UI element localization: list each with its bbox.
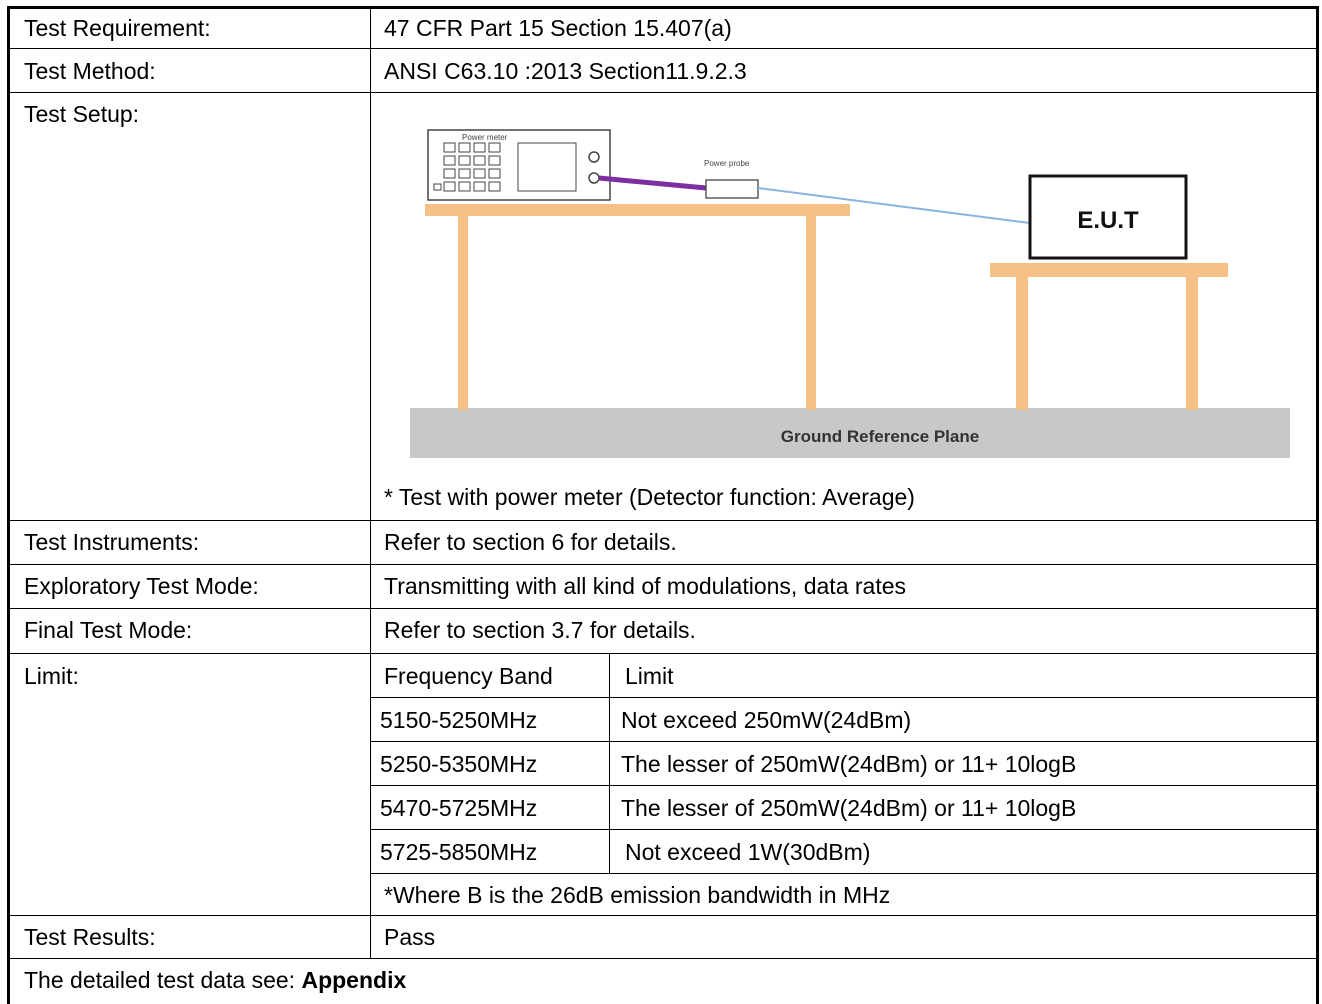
row-divider (8, 520, 1319, 521)
label-exploratory-mode: Exploratory Test Mode: (24, 573, 259, 599)
limit-band-3: 5470-5725MHz (380, 795, 538, 821)
value-test-method: ANSI C63.10 :2013 Section11.9.2.3 (384, 58, 747, 84)
label-test-requirement: Test Requirement: (24, 15, 211, 41)
row-divider (8, 958, 1319, 959)
limit-footnote: *Where B is the 26dB emission bandwidth … (384, 882, 891, 908)
limit-value-4: Not exceed 1W(30dBm) (625, 839, 871, 865)
limit-band-4: 5725-5850MHz (380, 839, 538, 865)
column-divider (370, 6, 371, 958)
label-test-instruments: Test Instruments: (24, 529, 200, 555)
right-table-leg (1016, 277, 1028, 410)
footer-text: The detailed test data see: (24, 967, 302, 993)
value-test-results: Pass (384, 924, 436, 950)
limit-value-1: Not exceed 250mW(24dBm) (621, 707, 912, 733)
eut-cable (757, 187, 1031, 224)
limit-divider (370, 785, 1319, 786)
limit-header-band: Frequency Band (384, 663, 553, 689)
limit-header-limit: Limit (625, 663, 674, 689)
label-test-setup: Test Setup: (24, 101, 140, 127)
row-divider (8, 92, 1319, 93)
power-meter: Power meter (427, 129, 611, 201)
row-divider (8, 653, 1319, 654)
left-table-leg (458, 216, 468, 410)
footer-appendix: Appendix (301, 967, 407, 993)
power-probe (705, 179, 759, 199)
limit-band-2: 5250-5350MHz (380, 751, 538, 777)
value-exploratory-mode: Transmitting with all kind of modulation… (384, 573, 907, 599)
row-divider (8, 915, 1319, 916)
value-test-instruments: Refer to section 6 for details. (384, 529, 677, 555)
value-final-mode: Refer to section 3.7 for details. (384, 617, 696, 643)
test-table (7, 6, 1319, 1004)
label-test-results: Test Results: (24, 924, 156, 950)
limit-divider (370, 873, 1319, 874)
setup-note: * Test with power meter (Detector functi… (384, 484, 915, 510)
limit-divider (370, 741, 1319, 742)
footer-note: The detailed test data see: Appendix (24, 967, 406, 993)
probe-label: Power probe (704, 159, 750, 168)
right-table-top (990, 263, 1228, 277)
limit-divider (370, 697, 1319, 698)
row-divider (8, 608, 1319, 609)
eut-box (1028, 174, 1188, 260)
eut-label: E.U.T (1077, 207, 1139, 234)
left-table-top (425, 204, 850, 216)
limit-value-3: The lesser of 250mW(24dBm) or 11+ 10logB (621, 795, 1077, 821)
row-divider (8, 564, 1319, 565)
limit-divider (370, 829, 1319, 830)
row-divider (8, 48, 1319, 49)
value-test-requirement: 47 CFR Part 15 Section 15.407(a) (384, 15, 732, 41)
label-limit: Limit: (24, 663, 79, 689)
left-table-leg (806, 216, 816, 410)
limit-value-2: The lesser of 250mW(24dBm) or 11+ 10logB (621, 751, 1077, 777)
ground-reference-plane (410, 408, 1290, 458)
label-final-mode: Final Test Mode: (24, 617, 193, 643)
test-setup-diagram: Ground Reference Plane Power meter Power… (410, 129, 1290, 458)
label-test-method: Test Method: (24, 58, 156, 84)
meter-cable (598, 175, 707, 191)
limit-band-1: 5150-5250MHz (380, 707, 538, 733)
ground-label: Ground Reference Plane (781, 427, 979, 446)
power-meter-label: Power meter (462, 133, 508, 142)
limit-column-divider (609, 653, 610, 873)
right-table-leg (1186, 277, 1198, 410)
